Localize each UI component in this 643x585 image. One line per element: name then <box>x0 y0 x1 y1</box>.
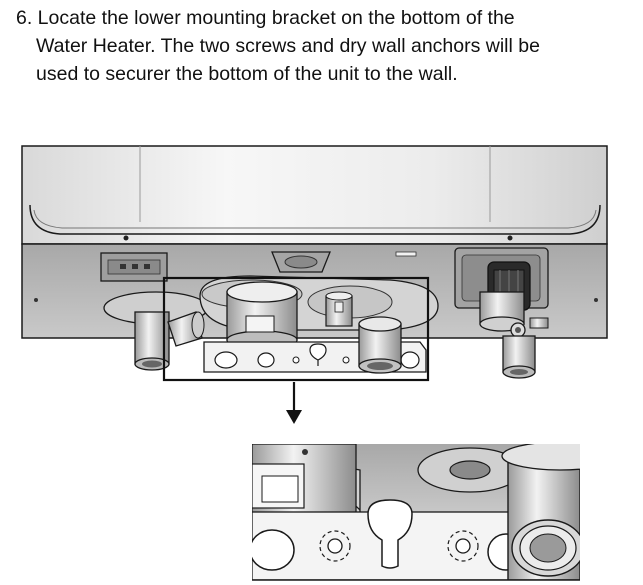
bracket-hole-left <box>252 529 295 571</box>
instruction-line-2: Water Heater. The two screws and dry wal… <box>36 35 540 57</box>
instruction-line-3: used to securer the bottom of the unit t… <box>36 63 458 85</box>
left-connector-block <box>100 252 168 282</box>
right-center-pipe <box>358 316 402 374</box>
screw-hole-icon <box>319 530 351 562</box>
right-connector <box>454 247 549 379</box>
center-socket <box>271 251 331 273</box>
instruction-line-1: 6. Locate the lower mounting bracket on … <box>16 7 515 29</box>
instruction-text: 6. Locate the lower mounting bracket on … <box>16 4 636 88</box>
highlight-box <box>162 276 430 382</box>
center-cylinder <box>226 281 298 350</box>
heater-body <box>21 145 608 245</box>
keyhole-slot-icon <box>367 499 413 569</box>
arrow-down-icon <box>286 382 302 424</box>
screw-hole-icon <box>447 530 479 562</box>
small-pipe <box>325 291 353 327</box>
detail-inset <box>252 444 580 581</box>
